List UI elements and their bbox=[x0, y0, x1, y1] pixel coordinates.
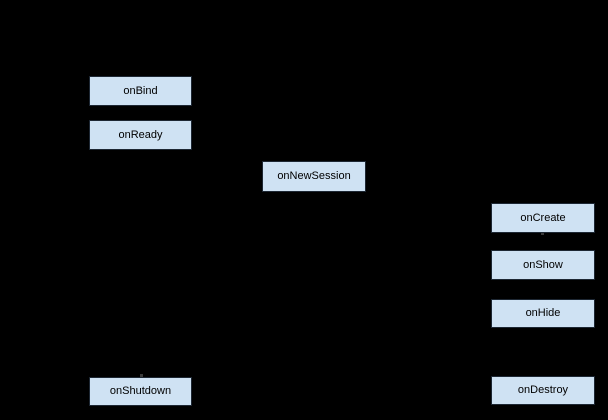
diagram-node-ondestroy: onDestroy bbox=[491, 376, 595, 405]
diagram-node-onhide: onHide bbox=[491, 299, 595, 328]
connector-arrow-tip bbox=[541, 233, 544, 235]
diagram-node-onshutdown: onShutdown bbox=[89, 377, 192, 406]
diagram-node-oncreate: onCreate bbox=[491, 203, 595, 233]
diagram-node-onshow: onShow bbox=[491, 250, 595, 280]
diagram-node-onready: onReady bbox=[89, 120, 192, 150]
diagram-node-onnewsession: onNewSession bbox=[262, 161, 366, 192]
connector-arrow-tip bbox=[140, 374, 143, 377]
diagram-node-onbind: onBind bbox=[89, 76, 192, 106]
